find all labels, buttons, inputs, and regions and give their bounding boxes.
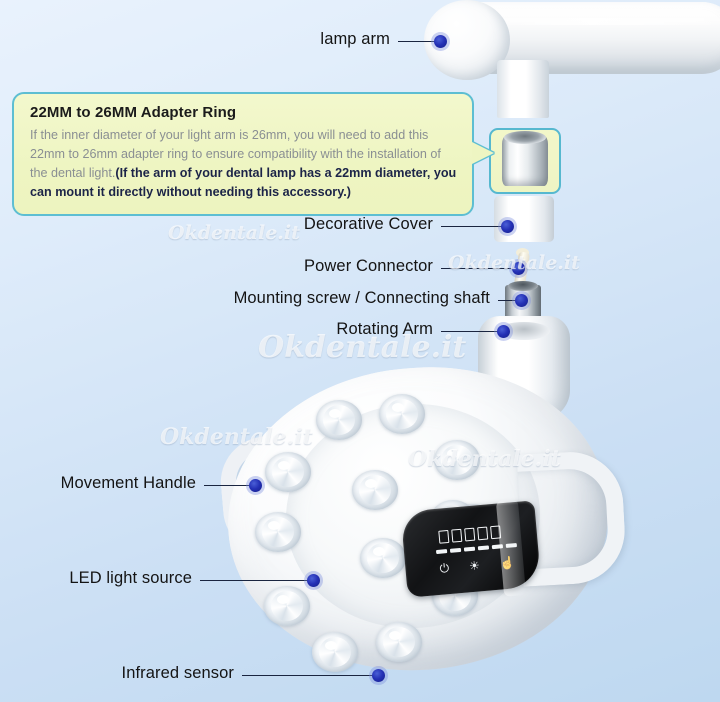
led-lens — [379, 394, 425, 434]
led-lens — [265, 452, 311, 492]
label-infrared-sensor: Infrared sensor — [121, 664, 234, 682]
panel-bar-segment — [449, 547, 462, 553]
power-icon[interactable]: ⏻ — [438, 561, 450, 576]
decorative-cover-part — [494, 196, 554, 242]
leader-line-lamp-arm — [398, 41, 437, 43]
callout-body: If the inner diameter of your light arm … — [30, 126, 458, 203]
leader-line-movement-handle — [204, 485, 252, 487]
adapter-ring — [502, 131, 548, 186]
panel-segment — [451, 528, 463, 543]
marker-dot-movement-handle — [249, 479, 262, 492]
led-lens — [360, 538, 406, 578]
leader-line-led-light-source — [200, 580, 310, 582]
led-lens — [352, 470, 398, 510]
leader-line-mounting-screw — [498, 300, 518, 302]
marker-dot-led-light-source — [307, 574, 320, 587]
led-lens — [255, 512, 301, 552]
callout-body-normal: If the inner diameter of your light arm … — [30, 128, 441, 181]
callout-tail-arrow — [472, 142, 494, 164]
panel-bar-segment — [463, 546, 476, 552]
led-lens — [264, 586, 310, 626]
label-lamp-arm: lamp arm — [320, 30, 390, 48]
panel-bar-segment — [477, 545, 490, 550]
brightness-icon[interactable]: ☀ — [468, 558, 481, 574]
adapter-ring-callout: 22MM to 26MM Adapter Ring If the inner d… — [12, 92, 474, 216]
marker-dot-decorative-cover — [501, 220, 514, 233]
panel-segment — [464, 527, 476, 542]
leader-line-infrared-sensor — [242, 675, 375, 677]
label-led-light-source: LED light source — [69, 569, 192, 587]
label-rotating-arm: Rotating Arm — [336, 320, 433, 338]
led-lens — [376, 622, 422, 662]
lamp-arm-vertical-post — [497, 60, 549, 118]
leader-line-decorative-cover — [441, 226, 504, 228]
led-lens — [434, 440, 480, 480]
label-movement-handle: Movement Handle — [60, 474, 196, 492]
rotating-arm-socket — [498, 322, 550, 340]
marker-dot-rotating-arm — [497, 325, 510, 338]
led-lens — [316, 400, 362, 440]
label-power-connector: Power Connector — [304, 257, 433, 275]
marker-dot-infrared-sensor — [372, 669, 385, 682]
callout-title: 22MM to 26MM Adapter Ring — [30, 104, 237, 121]
marker-dot-power-connector — [512, 262, 525, 275]
label-mounting-screw: Mounting screw / Connecting shaft — [233, 289, 490, 307]
panel-segment-display — [438, 525, 502, 544]
watermark: Okdentale.it — [168, 222, 300, 244]
marker-dot-lamp-arm — [434, 35, 447, 48]
panel-segment — [438, 529, 450, 544]
marker-dot-mounting-screw — [515, 294, 528, 307]
leader-line-rotating-arm — [441, 331, 500, 333]
panel-bar-segment — [435, 549, 448, 554]
panel-segment — [477, 526, 489, 541]
label-decorative-cover: Decorative Cover — [303, 215, 433, 233]
led-lens — [312, 632, 358, 672]
leader-line-power-connector — [441, 268, 515, 270]
callout-body-bold: (If the arm of your dental lamp has a 22… — [30, 166, 457, 200]
